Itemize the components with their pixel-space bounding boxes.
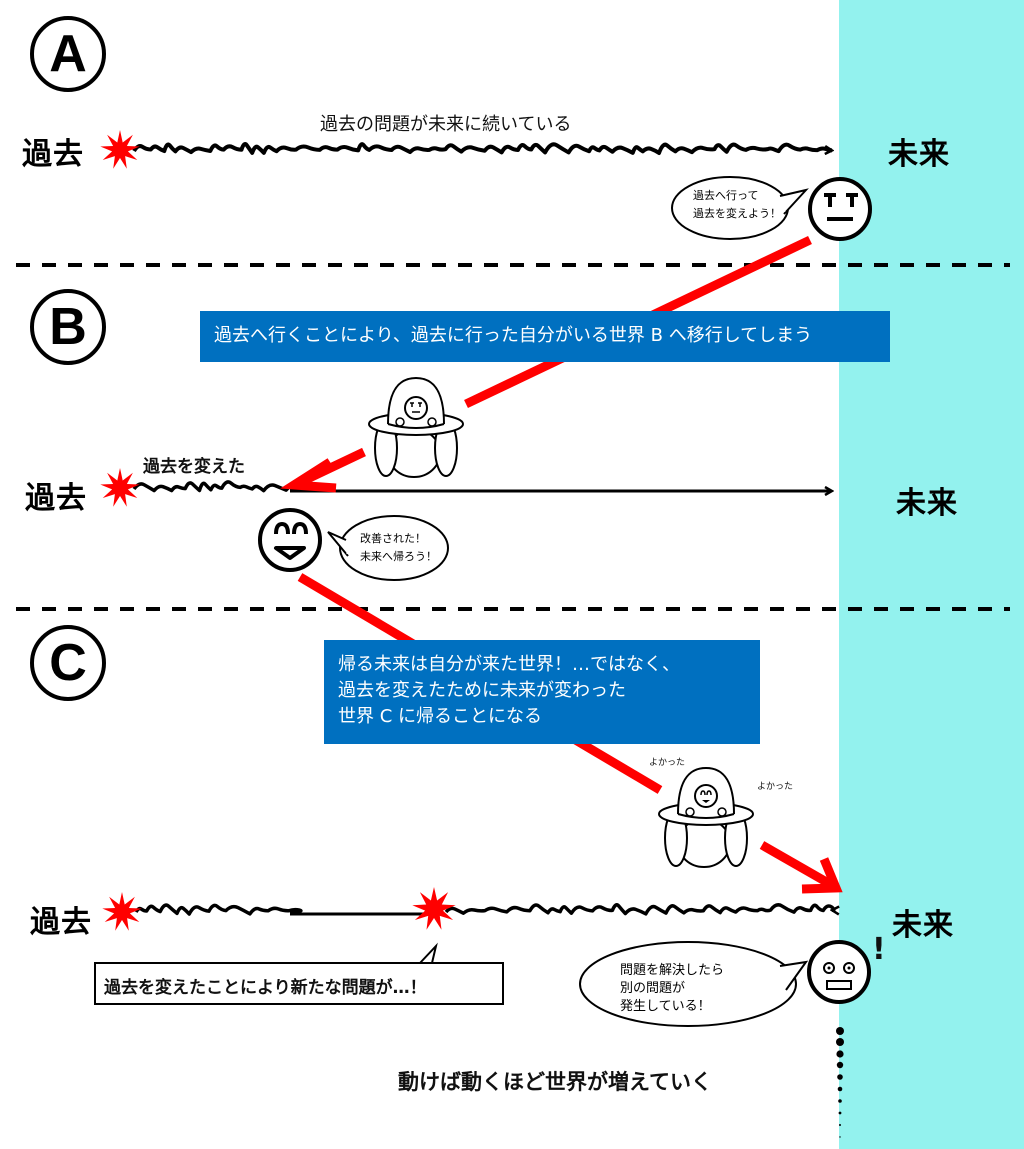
note-line: 帰る未来は自分が来た世界！…ではなく、 bbox=[338, 654, 680, 675]
world-c-note: 帰る未来は自分が来た世界！…ではなく、 過去を変えたために未来が変わった 世界 … bbox=[324, 640, 760, 744]
relief-text: よかった bbox=[757, 782, 794, 792]
past-label: 過去 bbox=[30, 905, 92, 940]
section-label-b: B bbox=[30, 289, 106, 365]
note-line: 世界 C に帰ることになる bbox=[338, 706, 543, 727]
past-label: 過去 bbox=[22, 137, 84, 172]
world-b-note: 過去へ行くことにより、過去に行った自分がいる世界 B へ移行してしまう bbox=[200, 311, 890, 362]
relief-text: よかった bbox=[649, 758, 686, 768]
change-label: 過去を変えた bbox=[143, 457, 245, 477]
problem-burst-icon bbox=[100, 468, 140, 507]
speech-bubble-b bbox=[327, 515, 449, 581]
problem-burst-icon bbox=[102, 892, 142, 931]
speech-bubble-a bbox=[671, 176, 809, 240]
future-label: 未来 bbox=[888, 137, 950, 172]
speech-line: 過去へ行って bbox=[693, 189, 759, 202]
timeline-caption: 過去の問題が未来に続いている bbox=[320, 114, 572, 135]
new-problem-callout: 過去を変えたことにより新たな問題が…！ bbox=[94, 962, 504, 1005]
speech-line: 発生している！ bbox=[620, 999, 711, 1014]
section-label-c: C bbox=[30, 625, 106, 701]
exclamation-mark: ! bbox=[872, 932, 886, 967]
timeline-a-wavy bbox=[132, 142, 832, 153]
ufo-happy-icon bbox=[658, 766, 754, 868]
future-label: 未来 bbox=[896, 486, 958, 521]
problem-burst-icon bbox=[100, 130, 140, 169]
ufo-traveler-icon bbox=[368, 376, 464, 478]
speech-line: 改善された！ bbox=[360, 532, 426, 545]
timeline-b-wavy bbox=[132, 480, 301, 493]
travel-arrow-to-past-head bbox=[280, 458, 337, 493]
speech-line: 別の問題が bbox=[620, 981, 686, 996]
callout-pointer bbox=[419, 942, 438, 964]
past-label: 過去 bbox=[25, 481, 87, 516]
note-line: 過去を変えたために未来が変わった bbox=[338, 680, 626, 701]
speech-line: 問題を解決したら bbox=[620, 963, 725, 978]
conclusion-text: 動けば動くほど世界が増えていく bbox=[398, 1070, 712, 1094]
return-arrow-head bbox=[801, 857, 843, 894]
timeline-c-wavy-1 bbox=[134, 903, 303, 916]
continuation-dots bbox=[836, 1027, 844, 1138]
section-label-a: A bbox=[30, 16, 106, 92]
determined-face-icon bbox=[808, 177, 872, 241]
future-region bbox=[839, 0, 1024, 1149]
future-label: 未来 bbox=[892, 908, 954, 943]
new-problem-burst-icon bbox=[412, 887, 456, 930]
speech-bubble-c bbox=[579, 941, 809, 1027]
speech-line: 過去を変えよう！ bbox=[693, 207, 781, 220]
speech-line: 未来へ帰ろう！ bbox=[360, 550, 437, 563]
timeline-c-wavy-2 bbox=[444, 903, 834, 916]
return-arrow-segment bbox=[759, 841, 833, 888]
shocked-face-icon bbox=[807, 940, 871, 1004]
happy-face-icon bbox=[258, 508, 322, 572]
